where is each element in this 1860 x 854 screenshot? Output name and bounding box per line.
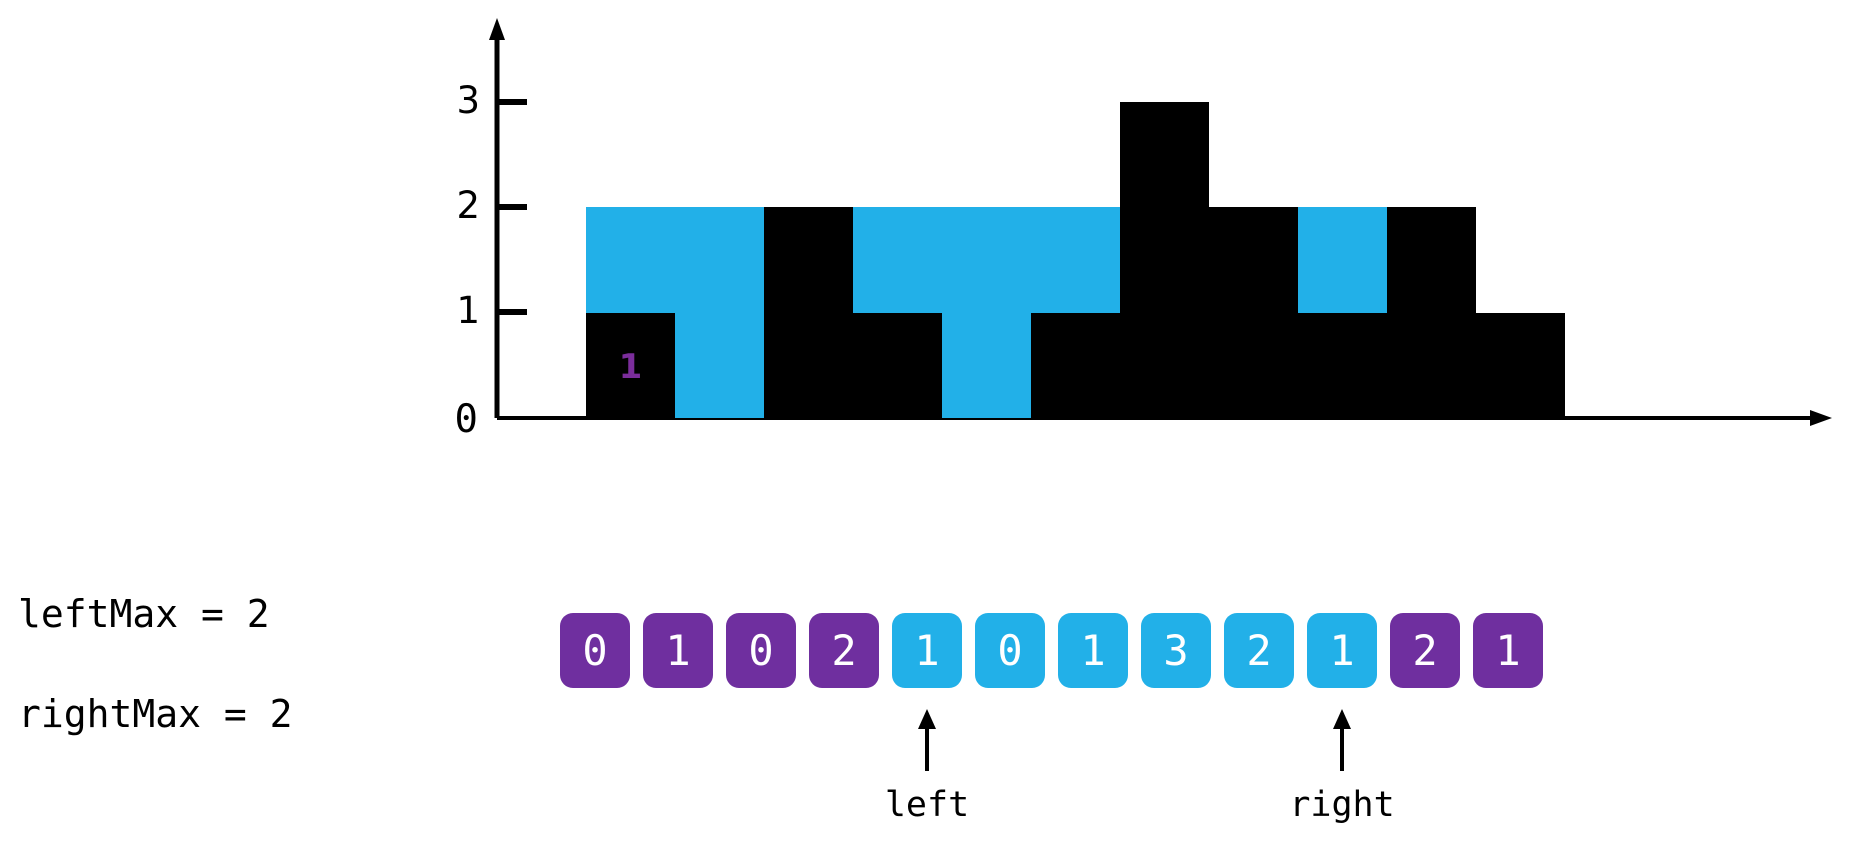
water-column [1298,207,1387,313]
array-cell[interactable]: 2 [1390,613,1460,688]
array-cell[interactable]: 2 [809,613,879,688]
y-tick-label-1: 1 [456,289,480,332]
water-column [1031,207,1120,313]
water-amount-label: 1 [618,347,643,387]
array-cell[interactable]: 0 [975,613,1045,688]
array-cell[interactable]: 0 [726,613,796,688]
elevation-bar [1209,207,1298,418]
elevation-bar [1031,312,1120,418]
array-cell[interactable]: 1 [1473,613,1543,688]
elevation-bar [1387,207,1476,418]
elevation-bar [1298,312,1387,418]
array-cell[interactable]: 0 [560,613,630,688]
chart-axes [489,18,1832,426]
pointer-label-left: left [884,785,970,825]
y-tick-label-3: 3 [456,79,480,122]
water-column [942,207,1031,418]
elevation-bar [1120,102,1209,418]
right-max-readout: rightMax = 2 [18,692,293,736]
y-axis-arrowhead [489,18,505,40]
array-cell[interactable]: 1 [643,613,713,688]
water-column [586,207,675,313]
histogram-chart: 3 2 1 0 1 [454,18,1832,442]
left-max-readout: leftMax = 2 [18,592,270,636]
elevation-bar [853,312,942,418]
elevation-bar [764,207,853,418]
water-column [853,207,942,313]
y-tick-label-0: 0 [454,397,478,442]
array-cell[interactable]: 2 [1224,613,1294,688]
elevation-bar [586,312,675,418]
pointer-arrow-right [1333,709,1351,771]
pointer-label-right: right [1289,785,1395,825]
array-cell[interactable]: 1 [1058,613,1128,688]
elevation-bar [1476,312,1565,418]
pointer-arrow-left [918,709,936,771]
array-cell[interactable]: 1 [1307,613,1377,688]
array-cell[interactable]: 1 [892,613,962,688]
x-axis-arrowhead [1810,410,1832,426]
array-cell[interactable]: 3 [1141,613,1211,688]
water-column [675,207,764,418]
y-tick-label-2: 2 [456,184,480,227]
